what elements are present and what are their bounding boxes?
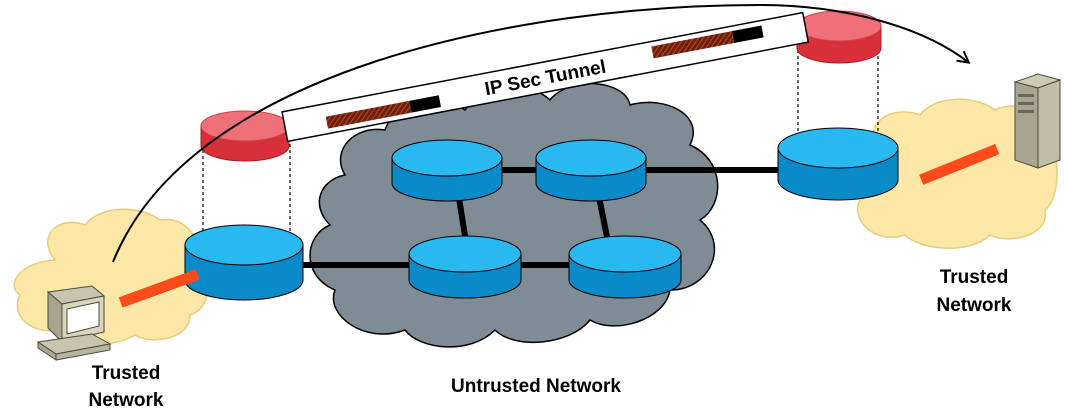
router-icon-core-bottom-right <box>568 235 682 299</box>
tunnel-flow-arrow <box>112 3 968 263</box>
server-icon <box>1013 73 1062 169</box>
untrusted-network-label: Untrusted Network <box>451 376 621 397</box>
trusted-network-label-left-line1: Trusted <box>92 363 161 384</box>
trusted-network-label-left-line2: Network <box>89 390 164 410</box>
router-icon-edge-left <box>184 224 304 301</box>
workstation-icon <box>36 285 112 361</box>
plaintext-traffic-right <box>919 144 1000 185</box>
router-icon-core-top-right <box>535 139 647 202</box>
encrypted-packet-left <box>325 95 441 129</box>
encryptor-icon-right <box>796 10 882 64</box>
router-icon-core-top-left <box>391 139 503 202</box>
trusted-network-label-right-line1: Trusted <box>940 267 1009 288</box>
encrypted-packet-right <box>651 25 764 59</box>
trusted-network-label-right-line2: Network <box>937 295 1012 316</box>
router-icon-core-bottom-left <box>408 235 522 299</box>
trusted-network-cloud-right <box>848 98 1058 249</box>
router-icon-edge-right <box>777 127 899 201</box>
plaintext-traffic-left <box>118 269 200 308</box>
